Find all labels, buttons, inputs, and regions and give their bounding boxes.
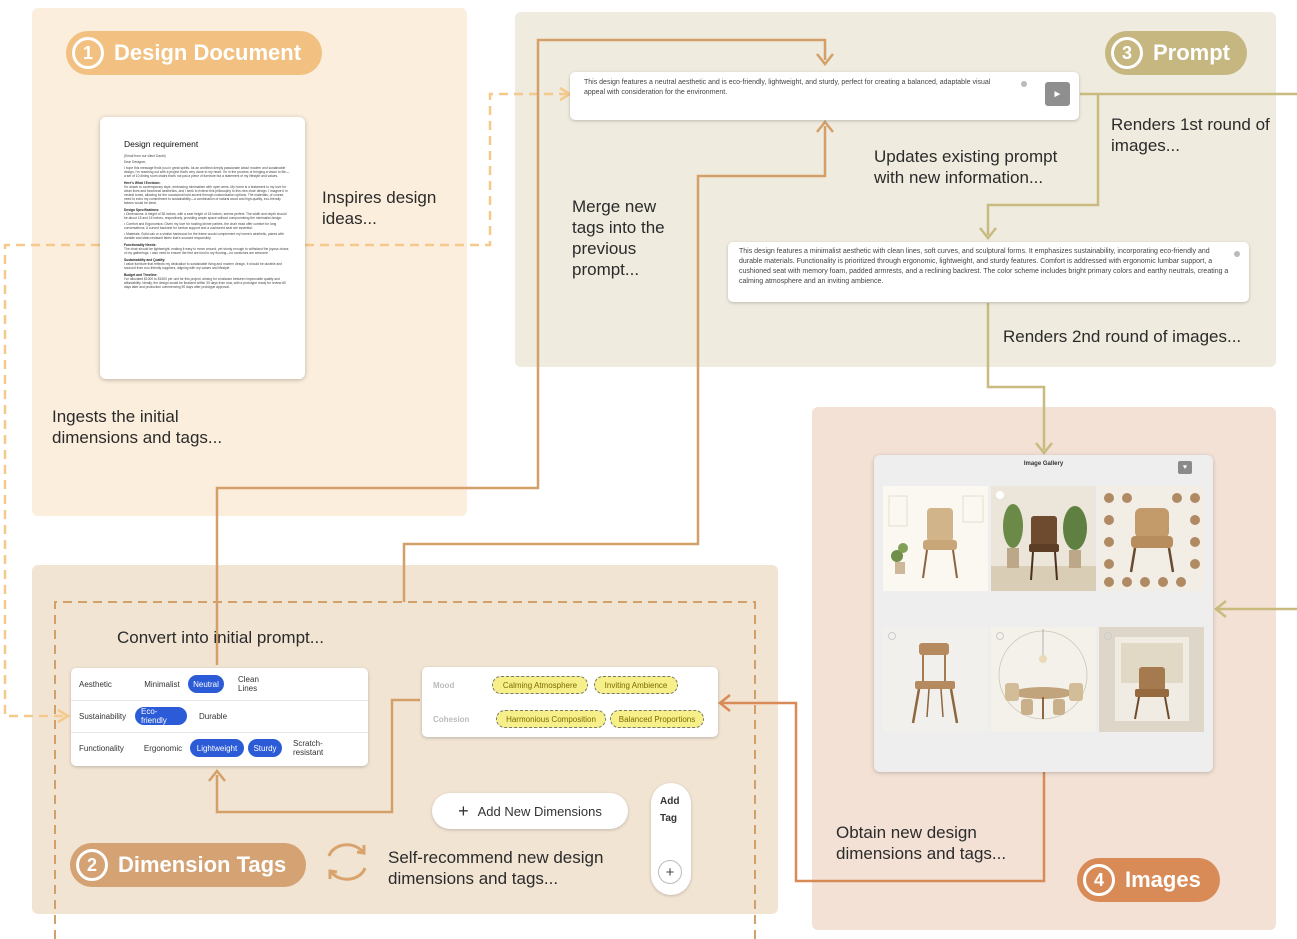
prompt-text: This design features a minimalist aesthe…	[739, 248, 1229, 285]
annotation-updates: Updates existing prompt with new informa…	[874, 147, 1058, 187]
prompt-text: This design features a neutral aesthetic…	[584, 79, 991, 96]
document-line: • Materials: Solid oak or a similar hard…	[124, 232, 285, 240]
recommended-dimension-label: Cohesion	[433, 715, 470, 724]
step-title: Design Document	[114, 40, 302, 65]
clear-icon[interactable]	[1234, 251, 1240, 257]
send-button[interactable]: ►	[1045, 82, 1070, 106]
add-dimension-label: Add New Dimensions	[477, 803, 602, 819]
document-line: (Email from our client David)	[124, 154, 166, 158]
step-title: Images	[1125, 867, 1201, 892]
step-3-pill: 3 Prompt	[1105, 31, 1247, 75]
recommended-dimension-label: Mood	[433, 681, 455, 690]
step-1-pill: 1 Design Document	[66, 31, 322, 75]
dimension-tag[interactable]: Sturdy	[248, 739, 282, 757]
document-line: Dear Designer,	[124, 160, 146, 164]
refresh-icon	[327, 843, 367, 881]
recommended-tag[interactable]: Harmonious Composition	[496, 710, 606, 728]
document-title: Design requirement	[124, 139, 199, 149]
dimension-tag[interactable]: Clean Lines	[238, 675, 259, 693]
clear-icon[interactable]	[1021, 81, 1027, 87]
dimension-tag[interactable]: Ergonomic	[143, 743, 183, 753]
document-line: • Dimensions: A height of 38 inches, wit…	[124, 212, 288, 220]
gallery-image[interactable]	[991, 627, 1096, 732]
recommended-tag[interactable]: Calming Atmosphere	[492, 676, 588, 694]
image-gallery: Image Gallery ♥	[874, 455, 1213, 772]
step-number: 3	[1111, 37, 1143, 69]
recommended-tag[interactable]: Inviting Ambience	[594, 676, 678, 694]
dimension-row: Sustainability Eco-friendly Durable	[71, 700, 368, 733]
recommended-tag[interactable]: Balanced Proportions	[610, 710, 704, 728]
prompt-input-first[interactable]: This design features a neutral aesthetic…	[570, 72, 1079, 120]
dimension-label: Functionality	[79, 743, 124, 753]
arrow-prompt-second-round	[986, 303, 1046, 450]
annotation-renders-second: Renders 2nd round of images...	[1003, 327, 1242, 346]
document-line: The chair should be lightweight, making …	[124, 247, 290, 255]
step-number: 2	[76, 849, 108, 881]
add-tag-label-line1: Add	[660, 796, 680, 807]
arrow-tags-to-prompt	[215, 38, 827, 665]
step-number: 1	[72, 37, 104, 69]
prompt-input-second[interactable]: This design features a minimalist aesthe…	[728, 242, 1249, 302]
annotation-convert: Convert into initial prompt...	[117, 628, 324, 647]
gallery-image[interactable]	[991, 486, 1096, 591]
design-document: Design requirement (Email from our clien…	[100, 117, 305, 379]
annotation-ingests: Ingests the initial dimensions and tags.…	[52, 407, 223, 447]
step-title: Prompt	[1153, 40, 1230, 65]
add-dimension-button[interactable]: + Add New Dimensions	[432, 793, 628, 829]
annotation-merge: Merge new tags into the previous prompt.…	[572, 197, 665, 279]
arrow-images-to-tags	[722, 701, 1046, 883]
annotation-inspires: Inspires design ideas...	[322, 188, 437, 228]
dimension-tag[interactable]: Eco-friendly	[135, 707, 187, 725]
document-line: Sustainability and Quality:	[124, 258, 166, 262]
plus-icon: +	[458, 800, 469, 821]
annotation-renders-first: Renders 1st round of images...	[1111, 115, 1270, 155]
step-2-pill: 2 Dimension Tags	[70, 843, 306, 887]
step-title: Dimension Tags	[118, 852, 287, 877]
dimension-tag[interactable]: Scratch-resistant	[293, 739, 324, 757]
arrow-document-to-tags	[3, 243, 100, 718]
gallery-image[interactable]	[1099, 486, 1204, 591]
add-tag-button[interactable]: +	[658, 860, 682, 884]
annotation-obtain: Obtain new design dimensions and tags...	[836, 823, 1007, 863]
arrow-recommend-to-tags	[215, 698, 420, 814]
dimension-label: Sustainability	[79, 711, 127, 721]
arrow-prompt-update	[986, 94, 1100, 235]
gallery-image[interactable]	[883, 486, 988, 591]
dimension-label: Aesthetic	[79, 679, 112, 689]
heart-icon[interactable]: ♥	[1178, 461, 1192, 474]
step-number: 4	[1083, 864, 1115, 896]
document-line: Budget and Timeline:	[124, 273, 158, 277]
document-line: • Comfort and Ergonomics: Given my love …	[124, 222, 278, 230]
dimension-row: Aesthetic Minimalist Neutral Clean Lines	[71, 668, 368, 701]
document-line: Here's What I Envision:	[124, 181, 161, 185]
gallery-image[interactable]	[883, 627, 988, 732]
arrow-merge-to-prompt	[402, 126, 827, 602]
annotation-self-recommend: Self-recommend new design dimensions and…	[388, 848, 604, 888]
document-line: Design Specifications:	[124, 208, 160, 212]
gallery-image[interactable]	[1099, 627, 1204, 732]
document-line: I'm drawn to contemporary style, embraci…	[124, 185, 289, 205]
document-line: I hope this message finds you in great s…	[124, 166, 290, 178]
dimension-tag[interactable]: Minimalist	[144, 679, 180, 689]
arrow-document-to-prompt	[305, 92, 568, 247]
step-4-pill: 4 Images	[1077, 858, 1220, 902]
dimension-tag[interactable]: Lightweight	[190, 739, 244, 757]
dimension-tags-dashed-region	[54, 601, 756, 939]
document-line: I've allocated $1000 to $1500 per unit f…	[124, 277, 287, 289]
add-tag-label-line2: Tag	[660, 813, 678, 824]
gallery-title: Image Gallery	[1023, 461, 1064, 467]
dimension-tag[interactable]: Durable	[199, 711, 228, 721]
document-line: I value furniture that reflects my dedic…	[124, 262, 283, 270]
document-body: (Email from our client David) Dear Design…	[124, 154, 290, 289]
dimension-tag[interactable]: Neutral	[188, 675, 224, 693]
document-line: Functionality Needs:	[124, 243, 157, 247]
